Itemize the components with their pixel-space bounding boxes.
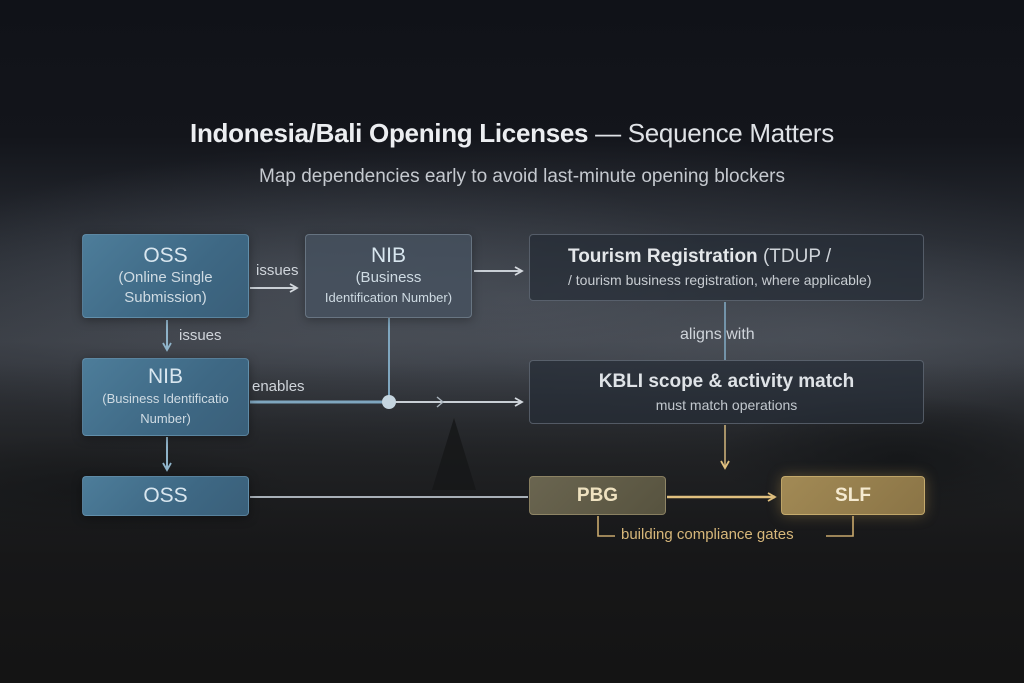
node-tourism-registration[interactable]: Tourism Registration (TDUP / / tourism b… xyxy=(529,234,924,301)
pagoda-silhouette xyxy=(432,418,476,490)
node-line1: (Online Single xyxy=(118,269,213,286)
node-nib-top[interactable]: NIB (Business Identification Number) xyxy=(305,234,472,318)
title-rest: — Sequence Matters xyxy=(588,118,834,148)
node-title: SLF xyxy=(835,484,871,506)
node-kbli[interactable]: KBLI scope & activity match must match o… xyxy=(529,360,924,424)
page-subtitle: Map dependencies early to avoid last-min… xyxy=(259,166,785,187)
node-line2: Number) xyxy=(140,411,191,426)
page-title: Indonesia/Bali Opening Licenses — Sequen… xyxy=(0,118,1024,149)
node-oss-bottom[interactable]: OSS xyxy=(82,476,249,516)
title-bold: Indonesia/Bali Opening Licenses xyxy=(190,118,589,148)
node-title: OSS xyxy=(143,484,188,507)
node-title: NIB xyxy=(370,244,406,267)
node-line2: Identification Number) xyxy=(324,290,453,305)
node-nib-mid[interactable]: NIB (Business Identificatio Number) xyxy=(82,358,249,436)
edge-label-issues-down: issues xyxy=(179,327,222,344)
edge-label-issues-right: issues xyxy=(256,262,299,279)
tourism-title-rest: (TDUP / xyxy=(757,245,832,267)
node-subtitle: must match operations xyxy=(655,397,798,413)
bracket-label-building-compliance: building compliance gates xyxy=(621,526,794,543)
node-line1: (Business xyxy=(355,269,422,286)
node-title: Tourism Registration (TDUP / xyxy=(568,245,831,269)
edge-label-enables: enables xyxy=(252,378,305,395)
node-slf[interactable]: SLF xyxy=(781,476,925,515)
node-line1: (Business Identificatio xyxy=(102,391,229,406)
node-line2: Submission) xyxy=(124,289,207,306)
node-oss-top[interactable]: OSS (Online Single Submission) xyxy=(82,234,249,318)
node-title: NIB xyxy=(147,365,183,388)
node-pbg[interactable]: PBG xyxy=(529,476,666,515)
node-title: PBG xyxy=(576,484,619,506)
node-line2: / tourism business registration, where a… xyxy=(568,271,872,288)
node-title: OSS xyxy=(143,244,188,267)
node-title: KBLI scope & activity match xyxy=(598,371,855,392)
tourism-title-bold: Tourism Registration xyxy=(568,245,758,267)
edge-label-aligns-with: aligns with xyxy=(680,326,755,343)
